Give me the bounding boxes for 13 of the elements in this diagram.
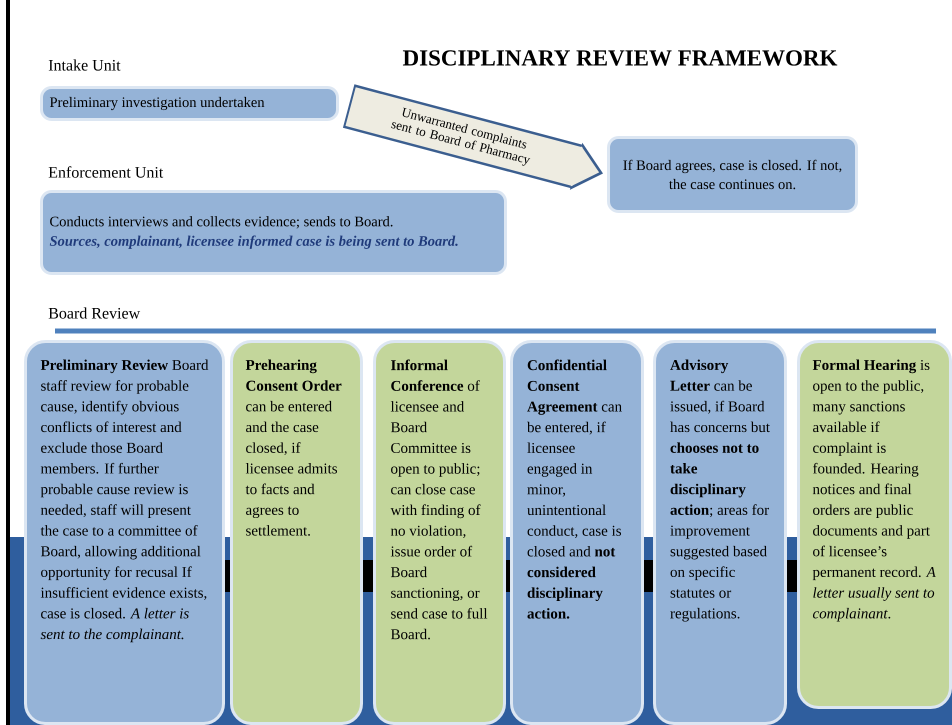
title: DISCIPLINARY REVIEW FRAMEWORK (402, 50, 838, 66)
process-box: Conducts interviews and collects evidence; sends to Board. Sources, complainant, licensee informed case is being sent to Board. (40, 190, 507, 275)
outcome-box: If Board agrees, case is closed. If not, the case continues on. (607, 136, 858, 213)
review-step-card: Advisory Letter can be issued, if Board has concerns but chooses not to take disciplinary action; areas for improvement suggested based on specific statutes or regulations. (653, 340, 787, 725)
section-heading: Enforcement Unit (48, 166, 164, 178)
review-step-card: Formal Hearing is open to the public, many sanctions available if complaint is founded. Hearing notices and final orders are public documents and part of licensee’s permanent record. A letter usually sent to complainant. (797, 340, 952, 709)
review-step-card: Informal Conference of licensee and Board Committee is open to public; can close case with finding of no violation, issue order of Board sanctioning, or send case to full Board. (373, 340, 506, 725)
section-heading: Board Review (48, 307, 140, 319)
section-heading: Intake Unit (48, 59, 121, 71)
review-step-card: Preliminary Review Board staff review for probable cause, identify obvious conflicts of interest and exclude those Board members. If further probable cause review is needed, staff will present the case to a committee of Board, allowing additional opportunity for recusal If insufficient evidence exists, case is closed. A letter is sent to the complainant. (24, 340, 225, 725)
process-box: Preliminary investigation undertaken (40, 86, 339, 121)
review-step-card: Confidential Consent Agreement can be entered, if licensee engaged in minor, unintentional conduct, case is closed and not considered disciplinary action. (510, 340, 644, 725)
review-step-card: Prehearing Consent Order can be entered and the case closed, if licensee admits to facts and agrees to settlement. (230, 340, 363, 725)
